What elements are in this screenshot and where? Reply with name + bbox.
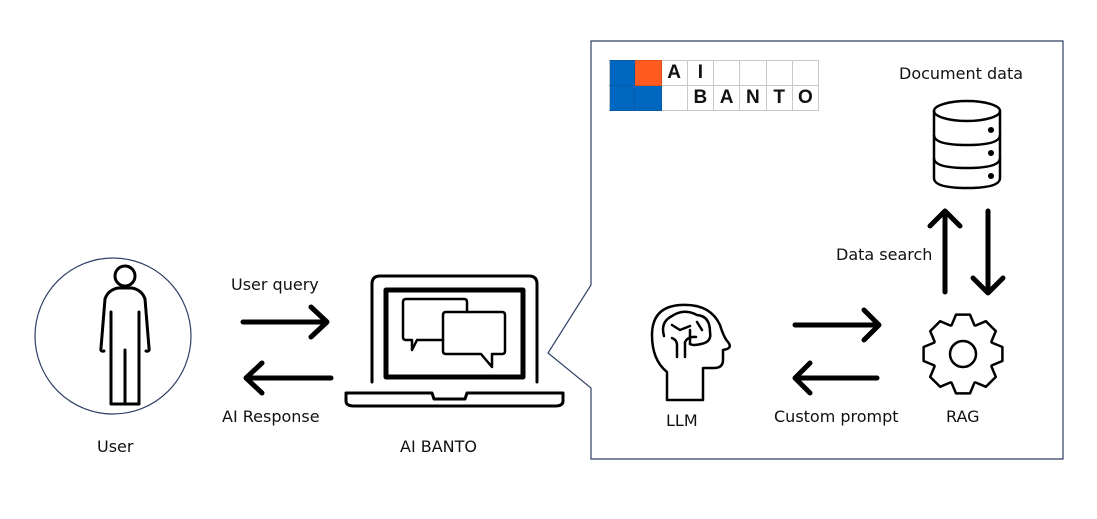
logo-color-cell — [609, 85, 636, 111]
llm-label: LLM — [666, 411, 698, 430]
data-search-label: Data search — [836, 245, 933, 264]
logo-letter-cell — [792, 60, 819, 86]
logo-letter-cell: A — [714, 85, 741, 111]
logo-letter-cell: O — [792, 85, 819, 111]
logo-letter-cell: B — [687, 85, 714, 111]
custom-prompt-label: Custom prompt — [774, 407, 899, 426]
gear-icon — [922, 313, 1004, 395]
brain-head-icon — [650, 303, 731, 402]
logo-letter-cell: T — [766, 85, 793, 111]
logo-letter-cell — [766, 60, 793, 86]
detail-callout-border — [547, 40, 1064, 460]
ai-response-arrow — [243, 360, 334, 396]
rag-to-llm-arrow — [792, 360, 880, 396]
person-icon — [99, 264, 151, 406]
logo-letter-cell: I — [687, 60, 714, 86]
logo-letter-cell: N — [740, 85, 767, 111]
logo-letter-cell — [661, 85, 688, 111]
logo-letter-cell — [714, 60, 741, 86]
user-query-arrow — [240, 304, 330, 340]
user-circle — [34, 257, 192, 415]
logo-color-cell — [635, 85, 662, 111]
llm-to-rag-arrow — [792, 307, 882, 343]
data-search-up-arrow — [927, 208, 963, 295]
client-label: AI BANTO — [400, 437, 478, 456]
laptop-chat-icon — [344, 274, 565, 408]
ai-response-label: AI Response — [222, 407, 320, 426]
document-data-label: Document data — [899, 64, 1024, 83]
data-search-down-arrow — [970, 208, 1006, 296]
user-label: User — [97, 437, 134, 456]
database-icon — [932, 99, 1002, 190]
user-query-label: User query — [231, 275, 319, 294]
logo-color-cell — [609, 60, 636, 86]
logo-letter-cell: A — [661, 60, 688, 86]
logo-color-cell — [635, 60, 662, 86]
rag-label: RAG — [946, 407, 980, 426]
logo-letter-cell — [740, 60, 767, 86]
